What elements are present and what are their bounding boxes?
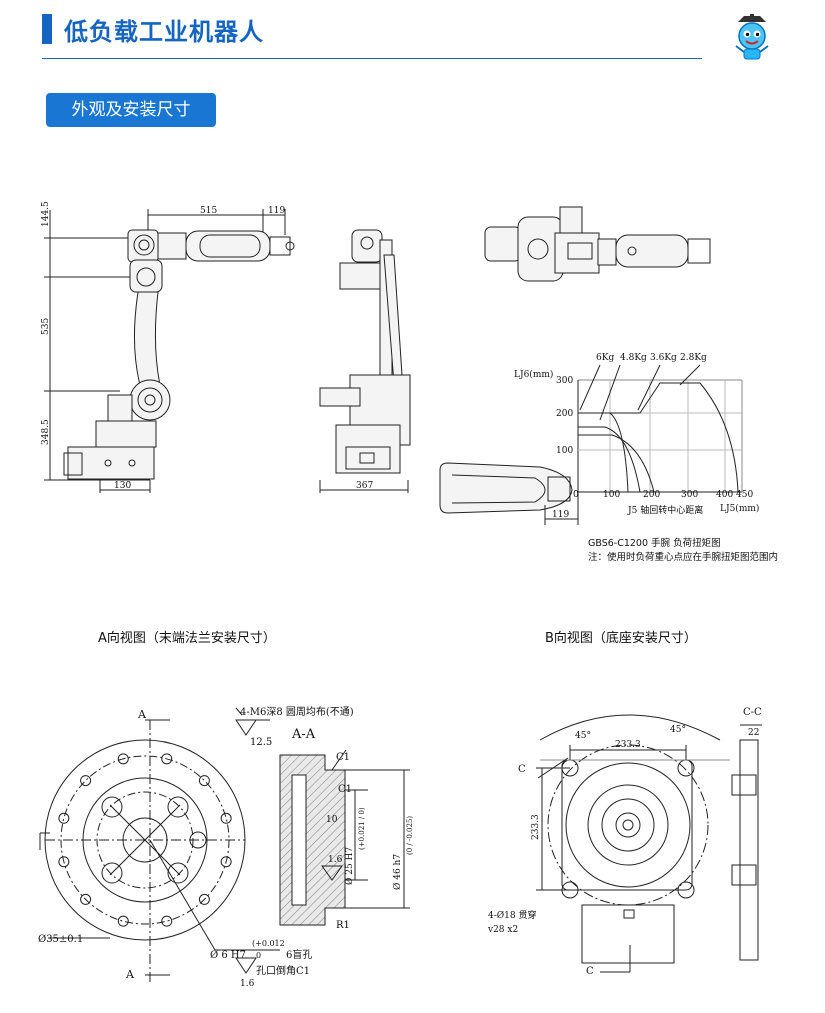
roughness-1-6: 1.6 (240, 979, 255, 989)
section-mark-a-top: A (137, 708, 147, 721)
dim-d46-tol: (0 / -0.025) (406, 816, 414, 855)
flange-bolt-hole (198, 775, 210, 787)
chart-ylabel: LJ6(mm) (514, 369, 553, 380)
flange-bolt-hole (117, 753, 129, 765)
dim-top-width: 515 (200, 206, 217, 216)
dim-top-offset: 119 (268, 206, 285, 216)
base-height-dim: 233.3 (531, 814, 541, 840)
xtick-0: 0 (573, 490, 579, 500)
title-accent-bar (42, 14, 52, 44)
flange-bolt-hole (220, 856, 232, 868)
dim-base-width: 130 (114, 481, 131, 491)
ytick-200: 200 (556, 409, 573, 419)
section-mark-c-bottom: C (586, 966, 594, 977)
base-counterbore: v28 x2 (487, 925, 518, 935)
base-angle-2: 45° (670, 725, 686, 735)
flange-bolt-hole (117, 915, 129, 927)
c-mark-2: C1 (338, 784, 352, 795)
load-4-8kg: 4.8Kg (620, 353, 647, 363)
roughness-1-6-b: 1.6 (328, 855, 343, 865)
base-holes-label: 4-Ø18 贯穿 (488, 909, 536, 921)
flange-diameter: Ø35±0.1 (38, 934, 83, 945)
section-mark-a-bottom: A (125, 968, 135, 981)
page-title: 低负载工业机器人 (64, 18, 264, 46)
ytick-300: 300 (556, 376, 573, 386)
pin-tol-upper: (+0.012 (252, 939, 285, 948)
dim-22: 22 (748, 728, 759, 738)
dim-h1: 144.5 (41, 201, 51, 227)
flange-bolt-hole (161, 915, 173, 927)
base-angle-1: 45° (575, 731, 591, 741)
title-underline (42, 58, 702, 59)
roughness-12-5: 12.5 (250, 737, 272, 748)
caption-view-a: A向视图（末端法兰安装尺寸） (98, 631, 276, 646)
mascot-logo (735, 14, 769, 60)
xtick-200: 200 (643, 490, 660, 500)
dim-front-base: 367 (356, 481, 373, 491)
ytick-100: 100 (556, 446, 573, 456)
flange-holes-label: 4-M6深8 圆周均布(不通) (240, 706, 354, 718)
section-mark-c-top: C (518, 764, 526, 775)
dim-d25: Ø 25 H7 (344, 847, 355, 885)
load-6kg: 6Kg (596, 353, 614, 363)
section-tab[interactable]: 外观及安装尺寸 (46, 93, 216, 127)
flange-bolt-hole (161, 753, 173, 765)
load-2-8kg: 2.8Kg (680, 353, 707, 363)
flange-bolt-hole (220, 812, 232, 824)
dim-h3: 348.5 (41, 419, 51, 445)
pin-hole-count: 6盲孔 (286, 948, 312, 961)
section-title-aa: A-A (291, 727, 316, 742)
chart-xlabel: LJ5(mm) (720, 503, 759, 514)
robot-views: 515 119 144.5 535 348.5 130 367 6Kg 4.8K… (41, 201, 759, 525)
xtick-450: 450 (736, 490, 753, 500)
xtick-100: 100 (603, 490, 620, 500)
dim-d46: Ø 46 h7 (392, 854, 403, 890)
base-width-dim: 233.3 (615, 740, 641, 750)
flange-bolt-hole (80, 893, 92, 905)
flange-drawing: A A 4-M6深8 圆周均布(不通) 12.5 A-A C1 C1 Ø35±0… (38, 706, 414, 989)
flange-bolt-hole (198, 893, 210, 905)
xtick-400: 400 (716, 490, 733, 500)
dim-h2: 535 (41, 318, 51, 335)
load-3-6kg: 3.6Kg (650, 353, 677, 363)
pin-tol-lower: 0 (256, 951, 261, 960)
chamfer-label: 孔口倒角C1 (256, 965, 310, 977)
chart-note-2: 注：使用时负荷重心点应在手腕扭矩图范围内 (588, 552, 779, 563)
flange-bolt-hole (58, 856, 70, 868)
flange-bolt-hole (58, 812, 70, 824)
section-title-cc: C-C (743, 707, 762, 718)
chart-xcaption: J5 轴回转中心距离 (627, 504, 703, 516)
dim-d25-tol: (+0.021 / 0) (358, 807, 366, 850)
dim-depth-10: 10 (326, 815, 338, 825)
wrist-offset-dim: 119 (552, 510, 569, 520)
chart-note-1: GBS6-C1200 手腕 负荷扭矩图 (588, 538, 721, 549)
xtick-300: 300 (681, 490, 698, 500)
pin-hole-label: Ø 6 H7 (210, 950, 246, 961)
base-drawing: 45° 45° 233.3 233.3 C C C-C 22 4-Ø18 贯穿 … (487, 707, 762, 977)
caption-view-b: B向视图（底座安装尺寸） (545, 631, 697, 646)
radius-r1: R1 (336, 920, 350, 931)
flange-bolt-hole (80, 775, 92, 787)
c-mark-1: C1 (336, 752, 350, 763)
